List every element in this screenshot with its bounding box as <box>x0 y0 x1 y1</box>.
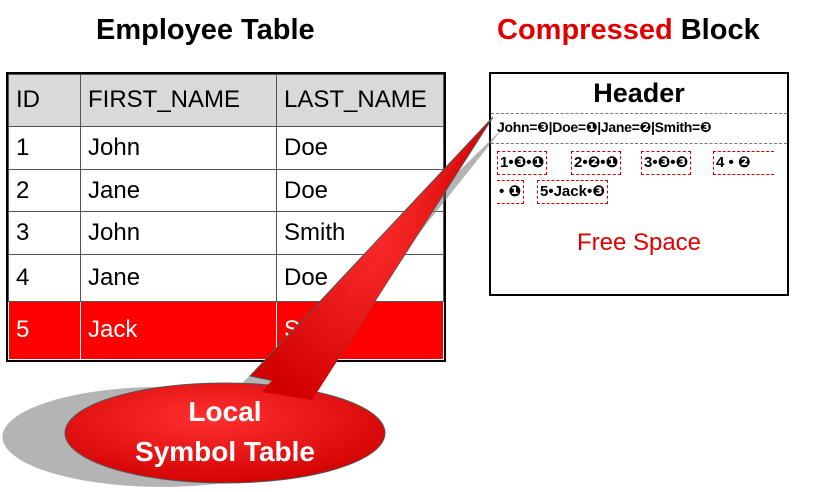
callout-label: Local Symbol Table <box>110 392 340 472</box>
table-row: 1 John Doe <box>8 125 444 170</box>
cell-id: 5 <box>8 300 81 361</box>
header-divider <box>491 113 787 114</box>
symbol-divider <box>491 143 787 144</box>
callout-line-1: Local <box>188 396 262 427</box>
callout-pointer <box>249 116 494 391</box>
cell-first-name: Jane <box>80 254 277 302</box>
compressed-row: 2•❷•❶ <box>571 151 622 175</box>
callout-bubble <box>64 382 386 484</box>
employee-table-title: Employee Table <box>96 14 315 46</box>
compressed-row: 3•❸•❸ <box>641 151 692 175</box>
free-space-label: Free Space <box>576 229 702 256</box>
cell-id: 2 <box>8 168 81 213</box>
compressed-block-title: Compressed Block <box>497 14 760 47</box>
compressed-row: 5•Jack•❸ <box>537 180 608 204</box>
cell-first-name: Jane <box>80 168 277 213</box>
table-row: 2 Jane Doe <box>8 168 444 213</box>
compressed-word: Compressed <box>497 14 673 46</box>
symbol-table-entries: John=❸|Doe=❶|Jane=❷|Smith=❸ <box>497 119 712 135</box>
compressed-row: 1•❸•❶ <box>497 151 548 175</box>
block-header: Header <box>593 78 685 108</box>
cell-id: 1 <box>8 125 81 170</box>
compressed-row-continued: • ❶ <box>497 180 525 204</box>
compressed-block: Header John=❸|Doe=❶|Jane=❷|Smith=❸ 1•❸•❶… <box>489 72 789 296</box>
compressed-row: 4 • ❷ <box>713 151 774 175</box>
callout-line-2: Symbol Table <box>135 436 315 467</box>
callout-pointer-cover <box>262 136 480 400</box>
cell-first-name: John <box>80 211 277 256</box>
column-header-last-name: LAST_NAME <box>276 74 444 127</box>
cell-last-name: Doe <box>276 125 444 170</box>
block-word: Block <box>672 14 760 46</box>
column-header-first-name: FIRST_NAME <box>80 74 277 127</box>
cell-id: 4 <box>8 254 81 302</box>
cell-last-name: Smith <box>276 211 444 256</box>
cell-first-name: John <box>80 125 277 170</box>
cell-first-name: Jack <box>80 300 277 361</box>
